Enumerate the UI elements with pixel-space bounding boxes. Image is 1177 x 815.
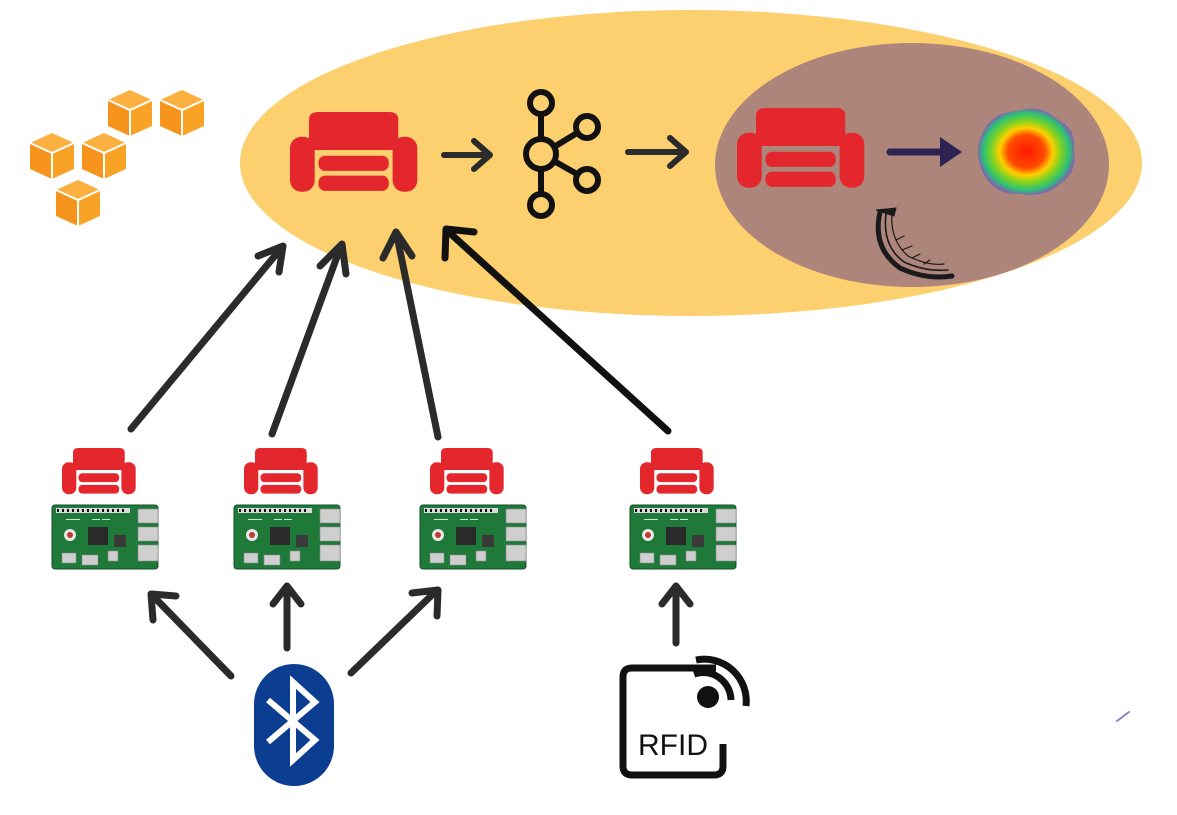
arrow-from-kafka: [625, 135, 689, 169]
arrow-to-kafka: [441, 138, 493, 172]
arrow-pi-3-to-couch: [394, 237, 442, 441]
arrow-to-heatmap: [886, 137, 962, 167]
aws-cubes-icon: [29, 89, 205, 227]
kafka-icon: [523, 89, 601, 219]
bluetooth-arrows: [147, 582, 442, 680]
raspberry-pi-icon: [51, 504, 159, 570]
edge-node-1: [51, 448, 159, 570]
rfid-icon: RFID: [619, 655, 750, 779]
pi-to-cloud-arrows: [127, 228, 442, 441]
raspberry-pi-icon: [629, 504, 737, 570]
couchdb-icon: [640, 448, 714, 495]
couchdb-icon: [430, 448, 504, 495]
rfid-arrow: [658, 582, 694, 647]
rfid-label: RFID: [638, 729, 708, 762]
raspberry-pi-icon: [233, 504, 341, 570]
edge-node-3: [419, 448, 527, 570]
raspberry-pi-icon: [419, 504, 527, 570]
heatmap-icon: [978, 108, 1075, 195]
analytics-region: [715, 43, 1109, 287]
arrow-pi-2-to-couch: [268, 250, 342, 438]
stray-mark: [1116, 711, 1130, 722]
couchdb-icon: [62, 448, 136, 495]
edge-node-4: [629, 448, 737, 570]
arrow-pi-4-to-couch: [441, 225, 672, 435]
bluetooth-icon: [254, 664, 334, 786]
edge-node-2: [233, 448, 341, 570]
couchdb-icon: [244, 448, 318, 495]
flask-horn-icon: [875, 207, 955, 280]
arrow-pi-1-to-couch: [127, 248, 282, 433]
